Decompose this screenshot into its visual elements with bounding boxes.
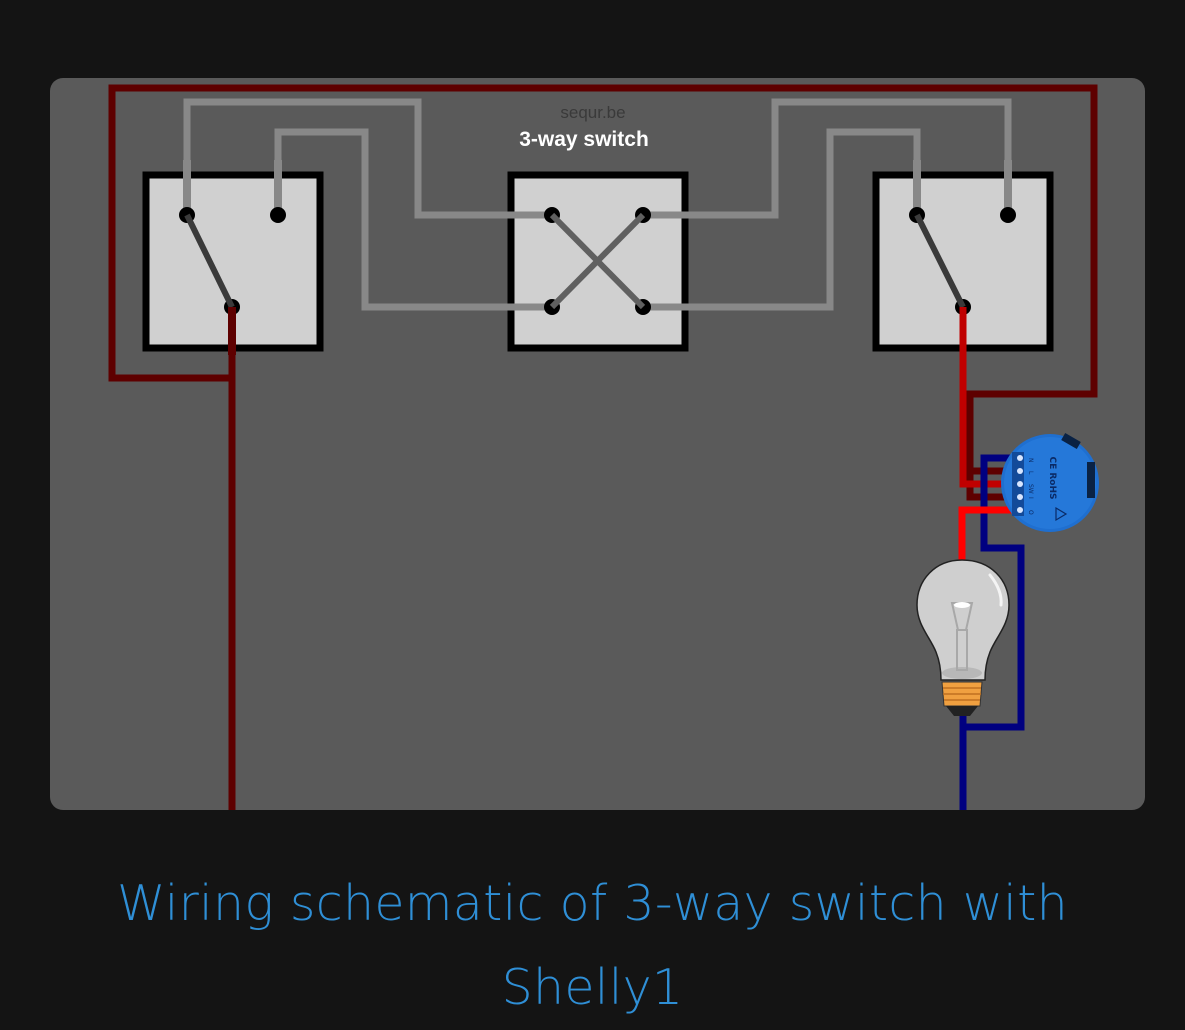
shelly1-module: N L SW I O CE RoHS [1001, 433, 1099, 532]
traveller-wire-4 [643, 128, 921, 311]
terminal [270, 207, 286, 223]
output-wire [958, 506, 1020, 565]
shelly-terminal-label: SW [1027, 484, 1034, 494]
shelly-terminal-label: O [1027, 510, 1034, 515]
switched-live-wire [959, 307, 1020, 488]
shelly-markings: CE RoHS [1047, 456, 1057, 499]
neutral-wire [959, 454, 1025, 810]
figure-caption: Wiring schematic of 3-way switch with Sh… [0, 862, 1185, 1030]
switch-left [142, 160, 324, 355]
shelly-terminal-label: L [1027, 471, 1034, 475]
traveller-wire-3 [643, 98, 1012, 219]
switch-middle [505, 171, 690, 352]
crossover-link [549, 212, 646, 310]
light-bulb [916, 559, 1010, 716]
terminal [1000, 207, 1016, 223]
shelly-terminal-label: N [1027, 458, 1034, 463]
site-label: sequr.be [560, 103, 625, 122]
diagram-title: 3-way switch [519, 128, 649, 151]
caption-line-2: Shelly1 [501, 959, 684, 1016]
shelly-terminal-screws [1017, 455, 1023, 513]
switch-lever [184, 213, 235, 309]
traveller-wire-2 [274, 128, 552, 311]
traveller-wires [183, 98, 1012, 311]
switch-lever [914, 213, 966, 309]
caption-line-1: Wiring schematic of 3-way switch with [117, 875, 1068, 932]
diagram-panel [50, 78, 1145, 810]
shelly-terminal-label: I [1027, 497, 1034, 499]
warning-triangle-icon [1055, 506, 1068, 522]
traveller-wire-1 [183, 98, 552, 219]
